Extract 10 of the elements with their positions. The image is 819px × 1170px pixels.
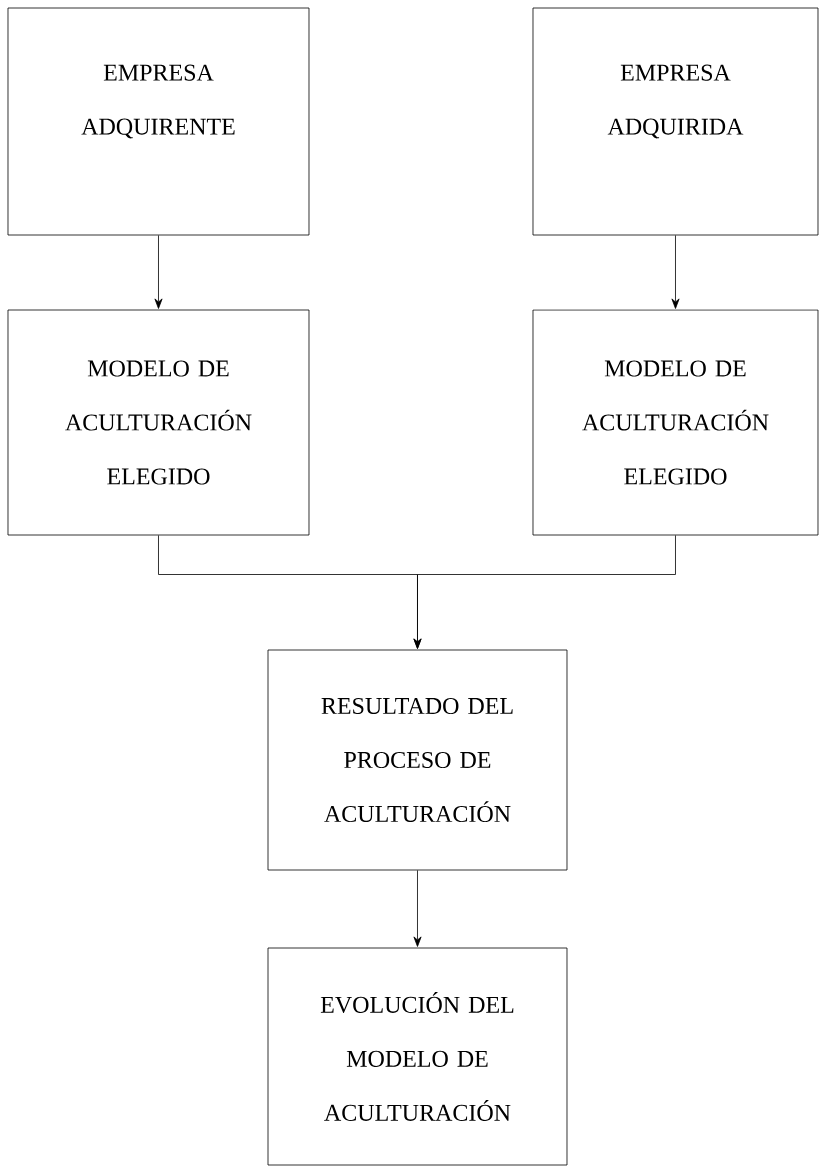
- process-box: EVOLUCIÓN DEL MODELO DE ACULTURACIÓN: [267, 947, 568, 1166]
- process-box: MODELO DE ACULTURACIÓN ELEGIDO: [7, 309, 310, 536]
- arrow: [413, 870, 422, 947]
- arrow: [154, 235, 163, 309]
- arrow: [413, 535, 676, 649]
- process-box: RESULTADO DEL PROCESO DE ACULTURACIÓN: [267, 649, 568, 871]
- process-box: EMPRESA ADQUIRENTE: [7, 7, 310, 236]
- arrow: [671, 235, 680, 309]
- process-box: MODELO DE ACULTURACIÓN ELEGIDO: [532, 309, 819, 536]
- process-box: EMPRESA ADQUIRIDA: [532, 7, 819, 236]
